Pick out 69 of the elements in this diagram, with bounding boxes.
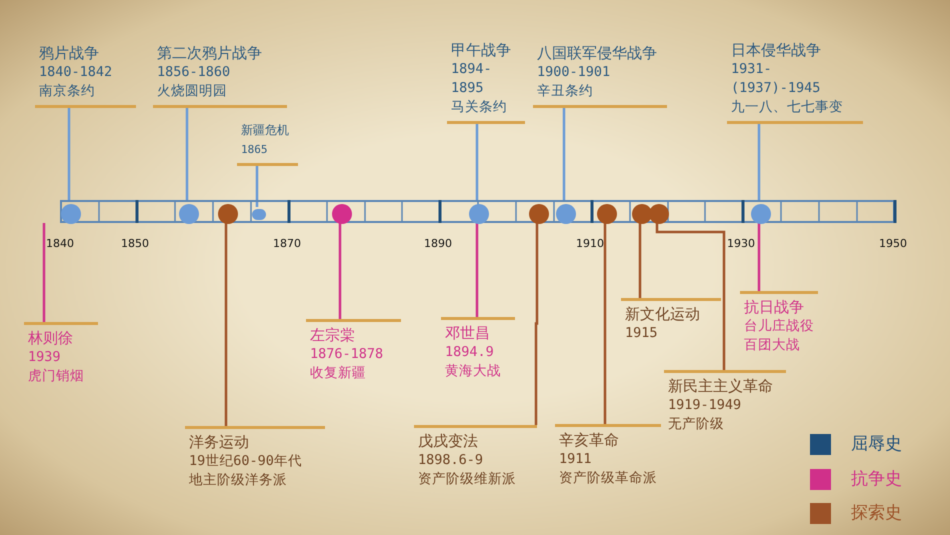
legend-text: 抗争史 [851, 468, 902, 490]
event-title: 鸦片战争 [39, 44, 100, 63]
event-detail: 1915 [625, 324, 659, 343]
event-detail: 无产阶级 [668, 415, 725, 434]
connector-line [562, 108, 566, 202]
event-detail: 马关条约 [451, 98, 508, 117]
year-label: 1910 [576, 236, 604, 252]
event-title: 辛亥革命 [559, 431, 620, 450]
event-title: 八国联军侵华战争 [537, 44, 658, 63]
event-detail: 台儿庄战役 [744, 317, 814, 336]
year-label: 1890 [424, 236, 452, 252]
event-title: 抗日战争 [744, 298, 805, 317]
connector-line [68, 108, 70, 202]
event-title: 邓世昌 [445, 324, 491, 343]
event-detail: 1856-1860 [157, 63, 232, 82]
connector-line [42, 223, 46, 322]
connector-line [224, 222, 228, 426]
event-detail: 南京条约 [39, 82, 96, 101]
event-detail: 1865 [241, 142, 268, 158]
connector-line [534, 222, 538, 425]
event-detail: 1898.6-9 [418, 451, 484, 470]
connector-line [476, 222, 478, 317]
event-detail: 19世纪60-90年代 [189, 452, 303, 471]
connector-line [656, 222, 726, 370]
event-title: 戊戌变法 [418, 432, 479, 451]
event-title: 日本侵华战争 [731, 41, 822, 60]
connector-line [256, 166, 258, 207]
event-detail: 地主阶级洋务派 [189, 471, 288, 490]
event-detail: 1894-1895 [451, 60, 493, 98]
event-detail: 1900-1901 [537, 63, 612, 82]
event-detail: 火烧圆明园 [157, 82, 228, 101]
connector-line [186, 108, 188, 202]
event-title: 新文化运动 [625, 305, 701, 324]
event-detail: 百团大战 [744, 336, 801, 355]
event-title: 新民主主义革命 [668, 377, 774, 396]
year-label: 1950 [879, 236, 907, 252]
event-detail: 资产阶级维新派 [418, 470, 517, 489]
legend-text: 探索史 [851, 502, 902, 525]
connector-line [758, 222, 760, 291]
event-detail: 黄海大战 [445, 362, 502, 381]
event-detail: 1931-(1937)-1945 [731, 60, 822, 98]
event-detail: 1894.9 [445, 343, 495, 362]
event-detail: 1919-1949 [668, 396, 742, 415]
connector-line [638, 222, 642, 298]
year-label: 1850 [121, 236, 149, 252]
event-detail: 1840-1842 [39, 63, 114, 82]
connector-line [476, 124, 478, 202]
event-title: 林则徐 [28, 329, 74, 348]
connector-line [758, 124, 760, 202]
connector-line [604, 222, 606, 424]
event-detail: 收复新疆 [310, 364, 367, 383]
event-title: 洋务运动 [189, 433, 250, 452]
event-detail: 资产阶级革命派 [559, 469, 657, 488]
event-detail: 虎门销烟 [28, 367, 85, 386]
event-title: 第二次鸦片战争 [157, 44, 263, 63]
legend-text: 屈辱史 [851, 433, 902, 456]
year-label: 1840 [46, 236, 74, 252]
event-detail: 辛丑条约 [537, 82, 594, 101]
year-label: 1870 [273, 236, 301, 252]
event-detail: 1939 [28, 348, 62, 367]
event-title: 左宗棠 [310, 326, 356, 345]
event-title: 新疆危机 [241, 122, 290, 139]
connector-line [338, 222, 342, 319]
timeline-bar [60, 200, 895, 223]
event-detail: 1876-1878 [310, 345, 384, 364]
year-label: 1930 [727, 236, 755, 252]
event-detail: 1911 [559, 450, 593, 469]
event-detail: 九一八、七七事变 [731, 98, 844, 117]
event-title: 甲午战争 [451, 41, 512, 60]
